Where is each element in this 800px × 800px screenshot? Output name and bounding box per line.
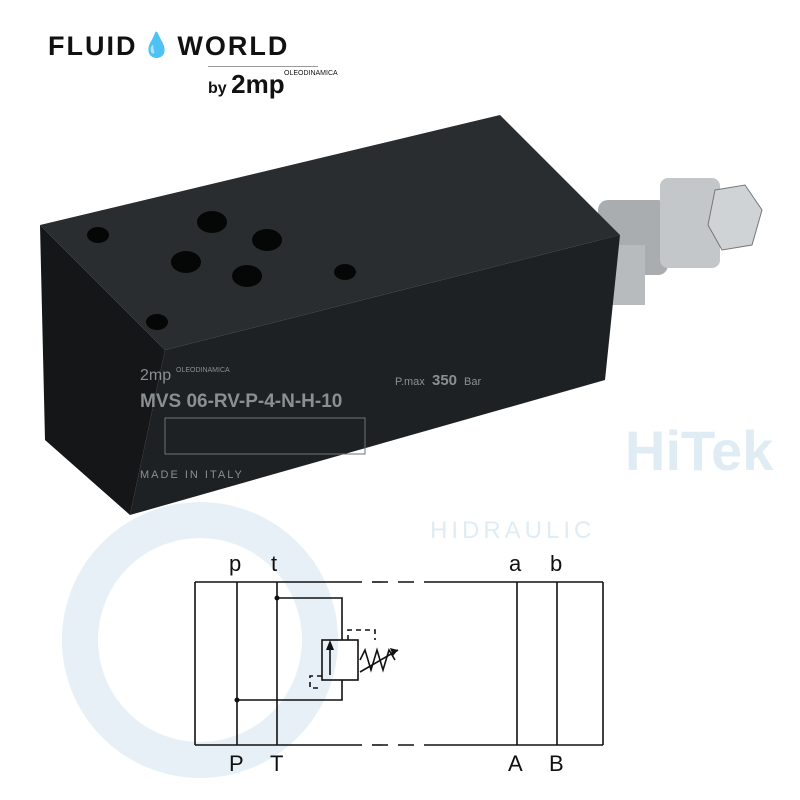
relief-valve-icon bbox=[321, 639, 359, 681]
spring-icon bbox=[359, 647, 396, 673]
label-bottom-t: T bbox=[270, 751, 284, 776]
maker-mark: 2mp bbox=[140, 367, 171, 384]
label-top-b: b bbox=[550, 551, 563, 576]
pressure-unit: Bar bbox=[464, 376, 481, 388]
valve-top-face bbox=[40, 115, 620, 350]
watermark-subtext: HIDRAULIC bbox=[430, 517, 595, 544]
label-bottom-a: A bbox=[508, 751, 523, 776]
logo: FLUID 💧 WORLD by 2mp OLEODINAMICA bbox=[48, 30, 338, 98]
gear-icon bbox=[62, 502, 338, 778]
printed-schematic bbox=[164, 417, 366, 455]
label-top-t: t bbox=[271, 551, 278, 576]
label-bottom-p: P bbox=[229, 751, 244, 776]
port-holes bbox=[87, 211, 356, 330]
logo-maker-sub: OLEODINAMICA bbox=[284, 70, 338, 77]
logo-text-right: WORLD bbox=[177, 31, 290, 61]
pressure-label: P.max bbox=[395, 376, 425, 388]
maker-sub: OLEODINAMICA bbox=[176, 367, 230, 374]
logo-divider bbox=[208, 66, 318, 67]
label-bottom-b: B bbox=[549, 751, 564, 776]
logo-text-left: FLUID bbox=[48, 31, 138, 61]
valve-front-face bbox=[130, 235, 620, 515]
valve-side-face bbox=[40, 225, 165, 515]
label-top-a: a bbox=[509, 551, 522, 576]
logo-sub: by 2mp OLEODINAMICA bbox=[208, 69, 338, 103]
label-top-p: p bbox=[229, 551, 242, 576]
origin-text: MADE IN ITALY bbox=[140, 469, 244, 481]
pressure-value: 350 bbox=[432, 372, 457, 389]
model-number: MVS 06-RV-P-4-N-H-10 bbox=[140, 391, 342, 412]
logo-by: by bbox=[208, 80, 227, 97]
drop-icon: 💧 bbox=[141, 32, 174, 59]
watermark-text: HiTek bbox=[625, 419, 774, 482]
logo-maker: 2mp bbox=[231, 69, 285, 99]
